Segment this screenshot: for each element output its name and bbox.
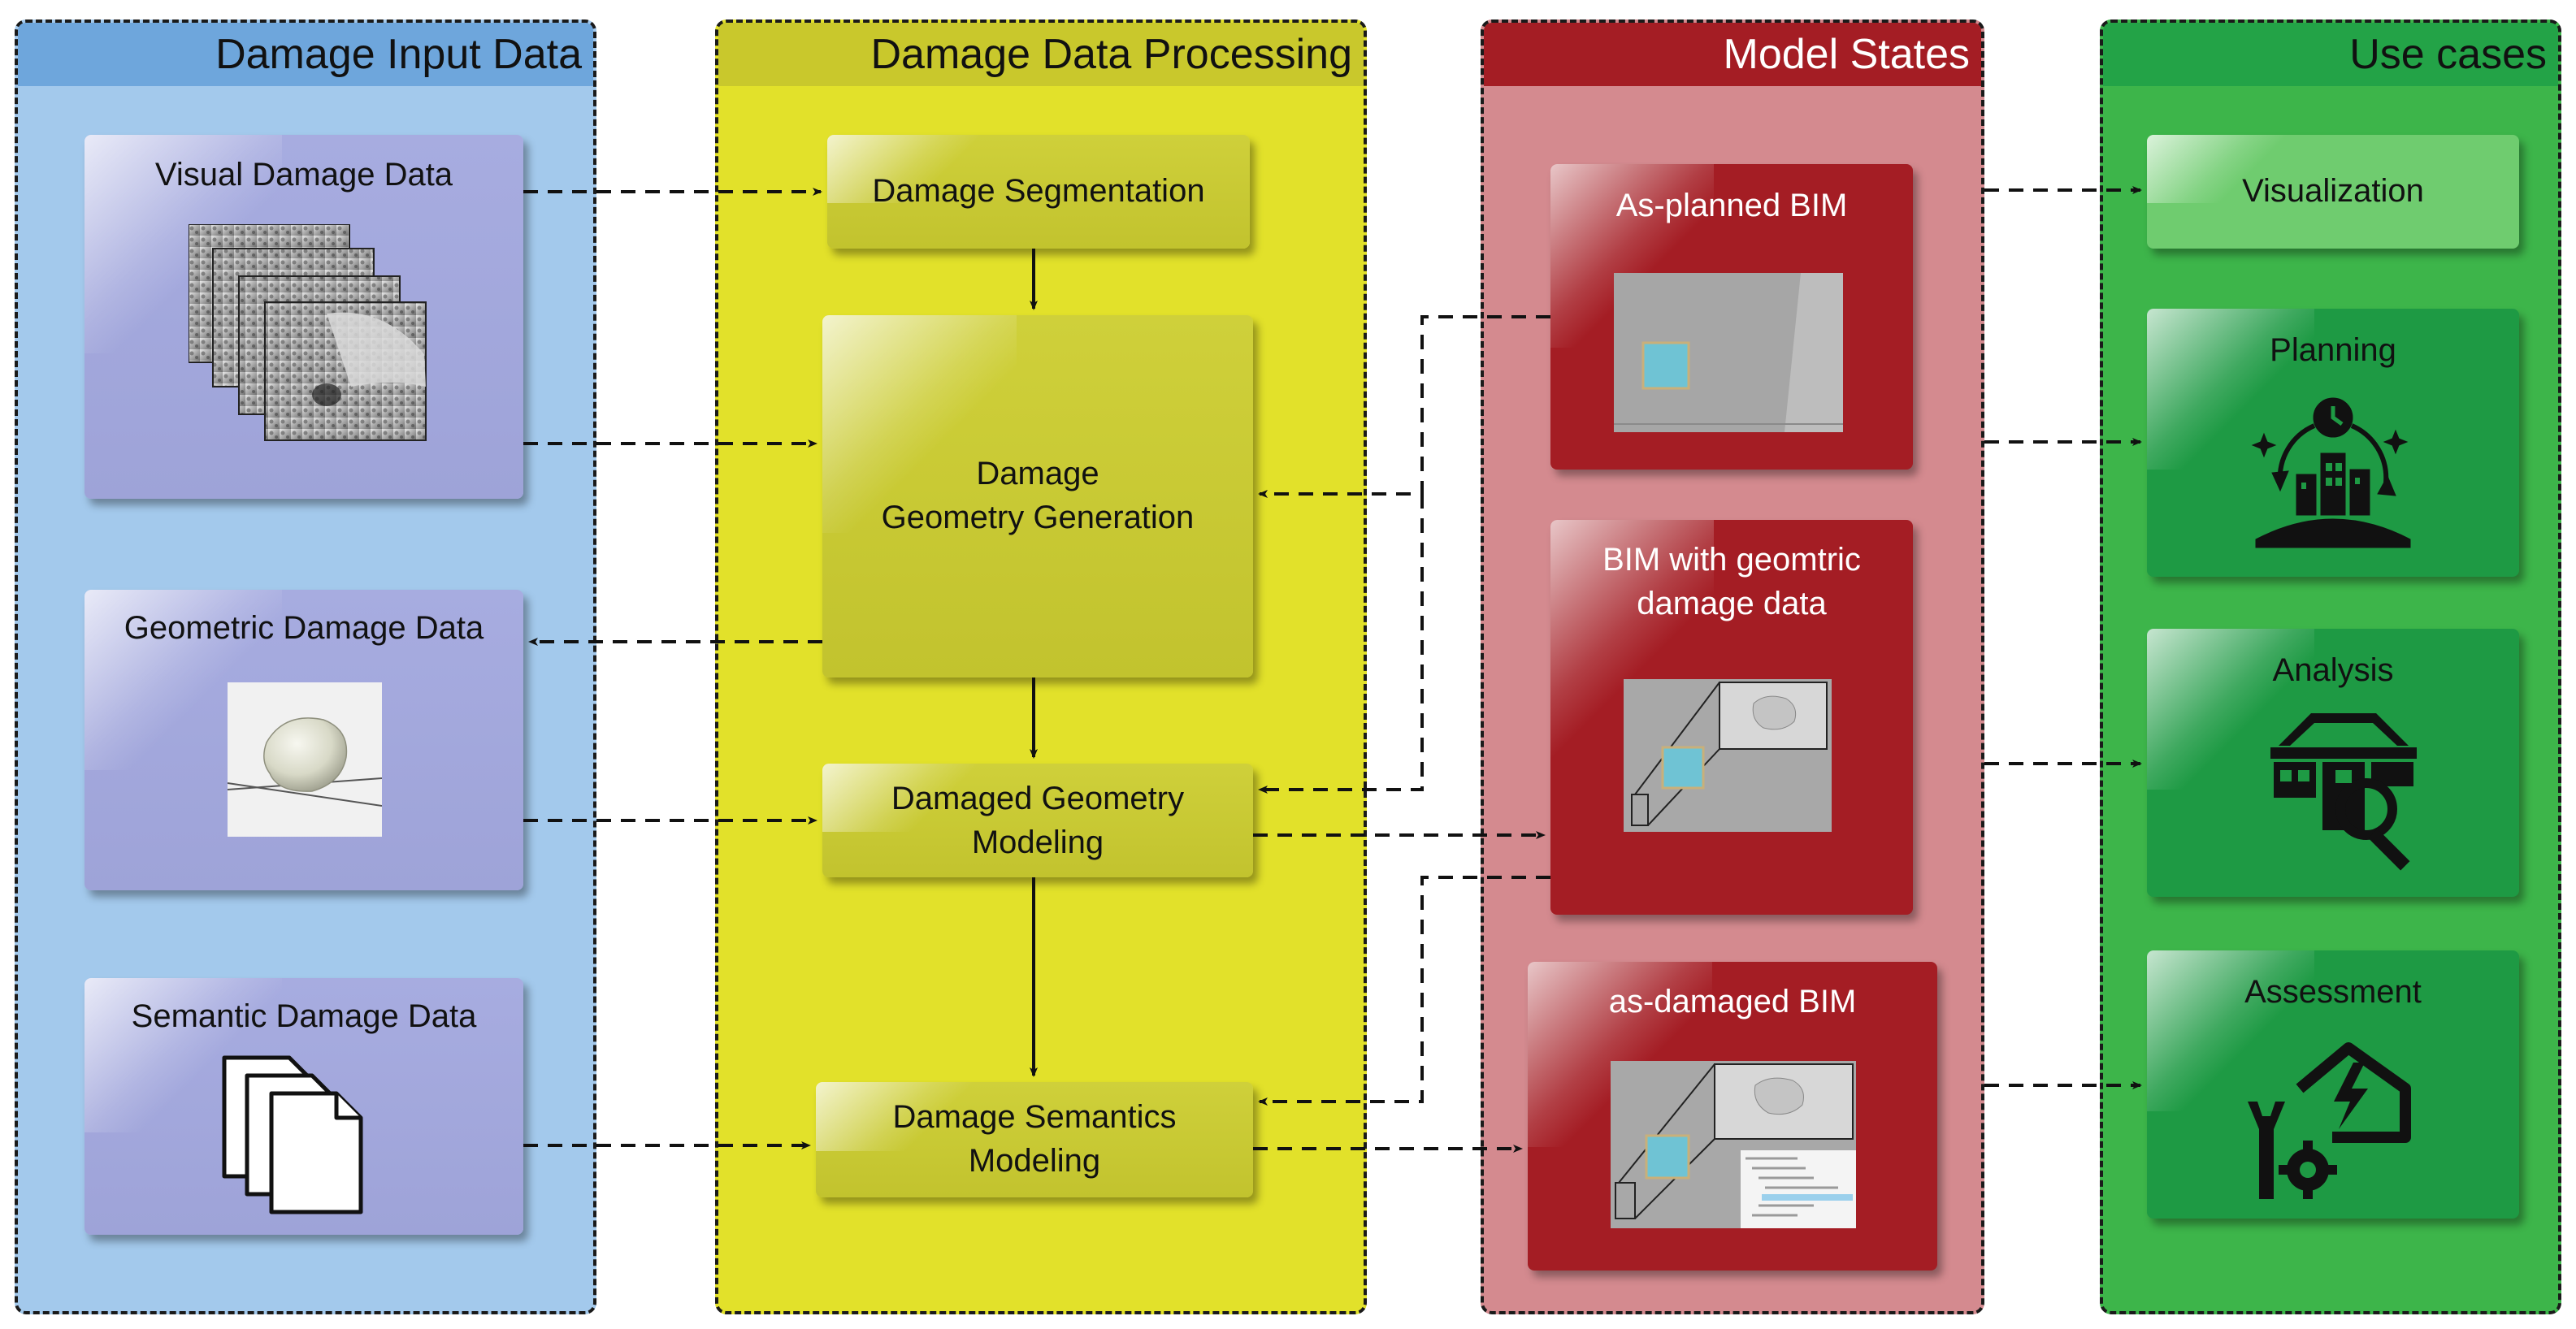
damage-geometry-generation-label-2: Geometry Generation — [881, 500, 1195, 535]
semantic-damage-data-label: Semantic Damage Data — [131, 998, 477, 1034]
planning-label: Planning — [2270, 332, 2396, 368]
as-planned-bim-label: As-planned BIM — [1615, 188, 1848, 223]
visualization-box[interactable]: Visualization — [2147, 135, 2519, 249]
damage-semantics-modeling-label-1: Damage Semantics — [892, 1099, 1177, 1135]
mesh-icon — [228, 682, 382, 837]
bim-damage-thumbnail — [1624, 679, 1832, 832]
column-header-input: Damage Input Data — [18, 23, 593, 86]
damage-segmentation-box[interactable]: Damage Segmentation — [827, 135, 1250, 249]
bim-with-geometric-damage-label-1: BIM with geomtric — [1602, 542, 1861, 578]
damage-geometry-generation-box[interactable]: Damage Geometry Generation — [822, 315, 1253, 677]
column-header-usecases: Use cases — [2103, 23, 2558, 86]
as-damaged-bim-label: as-damaged BIM — [1608, 984, 1857, 1019]
damaged-geometry-modeling-label-2: Modeling — [971, 825, 1104, 860]
damaged-geometry-modeling-label-1: Damaged Geometry — [891, 781, 1185, 816]
bim-model-thumbnail — [1614, 273, 1843, 432]
damage-geometry-generation-label-1: Damage — [976, 456, 1099, 491]
column-title-states: Model States — [1723, 31, 1971, 78]
visual-damage-data-box[interactable]: Visual Damage Data — [85, 135, 523, 499]
planning-icon — [2251, 397, 2411, 548]
analysis-box[interactable]: Analysis — [2147, 629, 2519, 897]
semantic-damage-data-box[interactable]: Semantic Damage Data — [85, 978, 523, 1235]
damaged-geometry-modeling-box[interactable]: Damaged Geometry Modeling — [822, 764, 1253, 877]
assessment-icon — [2248, 1042, 2411, 1199]
column-header-states: Model States — [1484, 23, 1981, 86]
as-damaged-bim-box[interactable]: as-damaged BIM — [1528, 962, 1937, 1271]
damage-semantics-modeling-box[interactable]: Damage Semantics Modeling — [816, 1082, 1253, 1197]
column-title-usecases: Use cases — [2349, 31, 2547, 78]
visual-damage-data-label: Visual Damage Data — [154, 157, 453, 193]
column-title-input: Damage Input Data — [215, 31, 582, 78]
as-damaged-bim-thumbnail — [1611, 1061, 1856, 1228]
damage-semantics-modeling-label-2: Modeling — [968, 1143, 1101, 1179]
geometric-damage-data-label: Geometric Damage Data — [124, 610, 484, 646]
photo-stack-icon — [189, 224, 427, 441]
analysis-icon — [2270, 713, 2417, 871]
as-planned-bim-box[interactable]: As-planned BIM — [1550, 164, 1913, 470]
document-stack-icon — [222, 1055, 363, 1214]
assessment-box[interactable]: Assessment — [2147, 950, 2519, 1219]
visualization-label: Visualization — [2242, 173, 2424, 209]
assessment-label: Assessment — [2244, 974, 2422, 1010]
analysis-label: Analysis — [2272, 652, 2394, 688]
geometric-damage-data-box[interactable]: Geometric Damage Data — [85, 590, 523, 890]
planning-box[interactable]: Planning — [2147, 309, 2519, 577]
column-title-processing: Damage Data Processing — [870, 31, 1352, 78]
bim-with-geometric-damage-box[interactable]: BIM with geomtric damage data — [1550, 520, 1913, 915]
bim-with-geometric-damage-label-2: damage data — [1637, 586, 1827, 621]
damage-segmentation-label: Damage Segmentation — [872, 173, 1205, 209]
column-header-processing: Damage Data Processing — [718, 23, 1364, 86]
